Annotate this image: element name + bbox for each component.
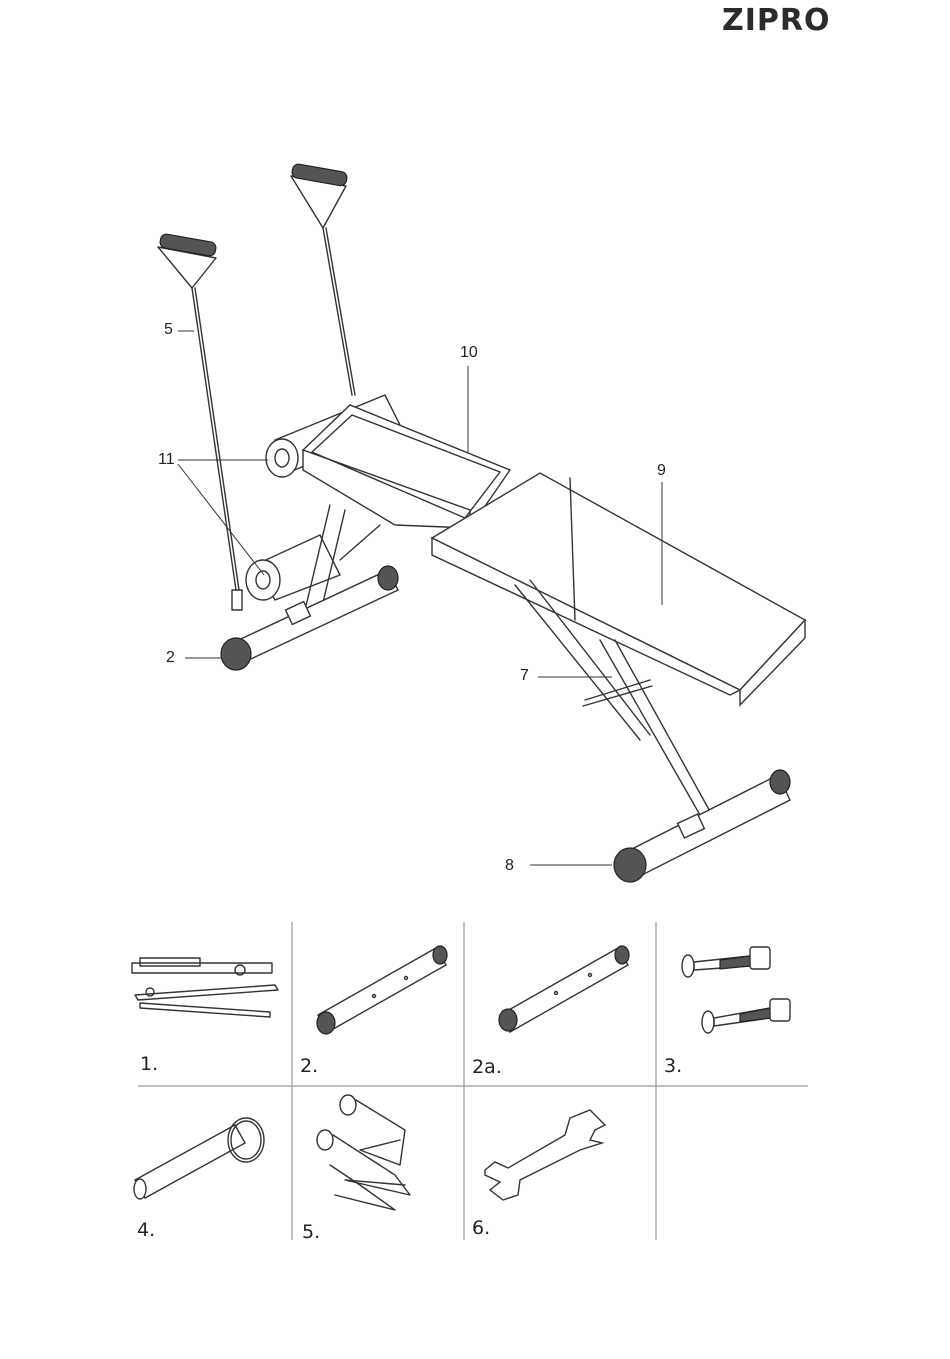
part-label-1: 1.: [140, 1053, 158, 1075]
part-5-bands-drawing: [317, 1095, 410, 1210]
part-label-6: 6.: [472, 1217, 490, 1239]
part-2a-tube-drawing: [499, 946, 629, 1032]
part-label-3: 3.: [664, 1055, 682, 1077]
part-6-wrench-drawing: [485, 1110, 605, 1200]
part-3-bolts-drawing: [682, 947, 790, 1033]
part-label-2a: 2a.: [472, 1056, 502, 1078]
part-label-5: 5.: [302, 1221, 320, 1243]
part-1-frame-drawing: [132, 958, 278, 1017]
part-label-2: 2.: [300, 1055, 318, 1077]
part-label-4: 4.: [137, 1219, 155, 1241]
part-4-pin-drawing: [134, 1118, 264, 1199]
part-2-tube-drawing: [317, 946, 447, 1034]
